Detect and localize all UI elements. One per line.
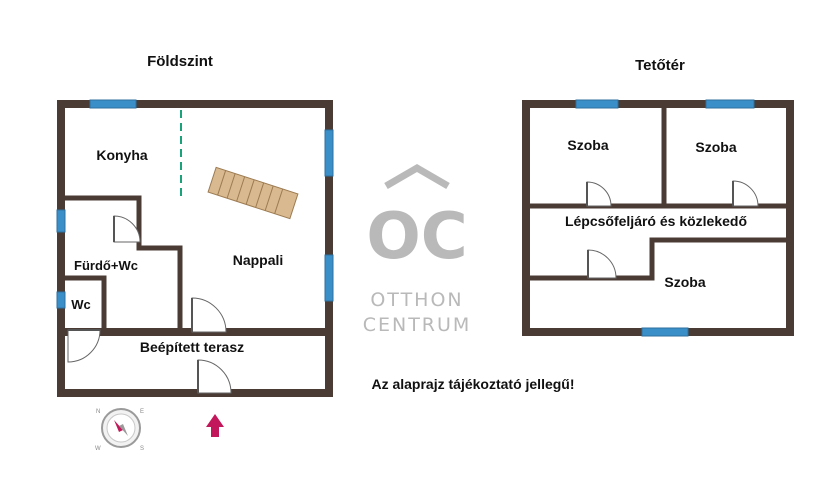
door (586, 181, 612, 207)
logo-text-centrum: CENTRUM (363, 314, 472, 336)
room-label-terrace: Beépített terasz (140, 339, 244, 355)
window (324, 254, 334, 302)
room-label-living: Nappali (233, 252, 284, 268)
svg-text:E: E (140, 409, 144, 415)
room-label-attic-room-1: Szoba (567, 137, 608, 153)
attic-floor-title: Tetőtér (635, 57, 685, 74)
room-label-attic-room-2: Szoba (695, 139, 736, 155)
svg-text:W: W (95, 446, 101, 452)
window (89, 99, 137, 109)
door (191, 297, 227, 333)
window (56, 291, 66, 309)
compass-icon: N E W S (95, 408, 144, 452)
attic-floor-plan: Szoba Szoba Lépcsőfeljáró és közlekedő S… (522, 99, 794, 337)
window (56, 209, 66, 233)
entrance-arrow-icon (206, 414, 224, 437)
room-label-kitchen: Konyha (96, 147, 148, 163)
window (641, 327, 689, 337)
room-label-wc: Wc (71, 297, 91, 312)
ground-floor-title: Földszint (147, 53, 213, 70)
window (324, 129, 334, 177)
svg-text:S: S (140, 446, 144, 452)
door (732, 180, 759, 207)
attic-wall (525, 237, 791, 281)
door (587, 249, 617, 279)
bathroom-wall (58, 195, 183, 335)
disclaimer-text: Az alaprajz tájékoztató jellegű! (371, 376, 574, 392)
logo-mark: OC (366, 200, 467, 274)
door (67, 329, 101, 363)
otthon-centrum-logo: OC OTTHON CENTRUM (363, 163, 472, 336)
door (113, 215, 141, 243)
window (575, 99, 619, 109)
terrace-wall (57, 328, 333, 397)
window (705, 99, 755, 109)
svg-text:N: N (96, 409, 100, 415)
room-label-bathroom: Fürdő+Wc (74, 258, 138, 273)
wc-wall (58, 275, 107, 335)
staircase (207, 166, 299, 220)
entrance-door (197, 359, 232, 394)
logo-text-otthon: OTTHON (370, 289, 463, 311)
room-label-attic-hall: Lépcsőfeljáró és közlekedő (565, 213, 747, 229)
ground-floor-plan: Konyha Nappali Fürdő+Wc Wc Beépített ter… (56, 99, 334, 397)
room-label-attic-room-3: Szoba (664, 274, 705, 290)
